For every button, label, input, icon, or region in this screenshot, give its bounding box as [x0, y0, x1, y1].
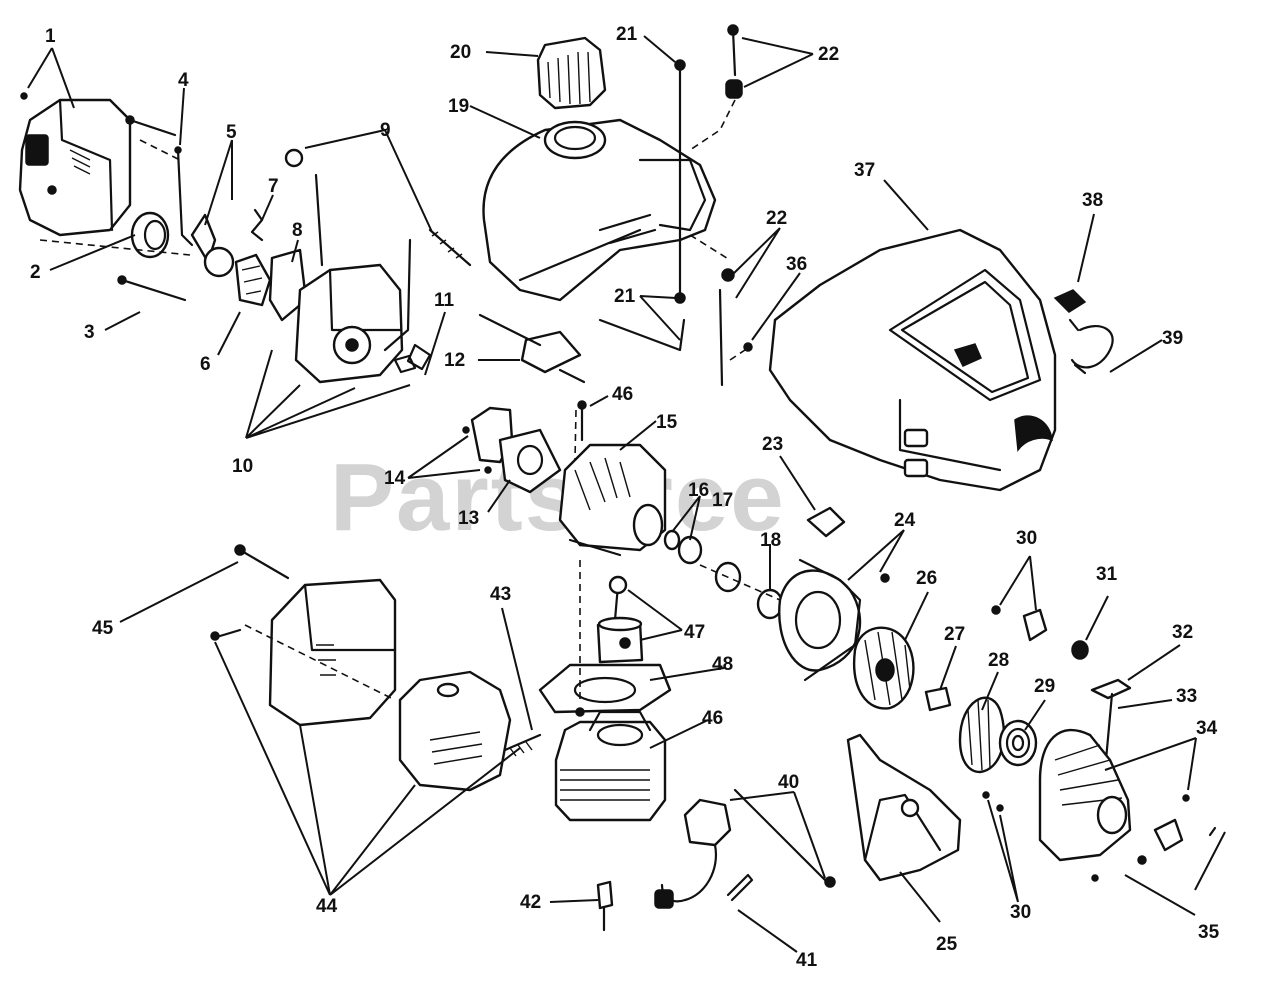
callout-39: 39 [1162, 328, 1183, 349]
callout-18: 18 [760, 530, 781, 551]
starter-handle [1090, 678, 1132, 762]
callout-42: 42 [520, 892, 541, 913]
callout-30b: 30 [1010, 902, 1031, 923]
cylinder [554, 707, 667, 822]
fan-housing-plate [778, 558, 890, 682]
callout-32: 32 [1172, 622, 1193, 643]
starter-shroud [846, 733, 962, 882]
part-35 [1091, 818, 1217, 882]
callout-30a: 30 [1016, 528, 1037, 549]
callout-27: 27 [944, 624, 965, 645]
callout-19: 19 [448, 96, 469, 117]
callout-26: 26 [916, 568, 937, 589]
callout-25: 25 [936, 934, 958, 955]
callout-labels: 1 2 3 4 5 6 7 8 9 10 11 12 13 14 15 16 1… [30, 24, 1220, 971]
callout-13: 13 [458, 508, 479, 529]
engine-cover [743, 228, 1057, 492]
starter-pawls [982, 605, 1048, 812]
piston [596, 575, 644, 664]
rewind-spring [998, 719, 1038, 767]
callout-45: 45 [92, 618, 114, 639]
callout-21b: 21 [614, 286, 636, 307]
callout-28: 28 [988, 650, 1009, 671]
part-31 [1071, 640, 1089, 660]
callout-4: 4 [178, 70, 189, 91]
cylinder-gasket [538, 663, 672, 714]
callout-16: 16 [688, 480, 709, 501]
callout-43: 43 [490, 584, 511, 605]
callout-14: 14 [384, 468, 406, 489]
callout-23: 23 [762, 434, 783, 455]
callout-12: 12 [444, 350, 465, 371]
callout-35: 35 [1198, 922, 1220, 943]
choke-parts [174, 146, 308, 322]
air-filter-cover [18, 98, 132, 237]
callout-8: 8 [292, 220, 303, 241]
callout-29: 29 [1034, 676, 1055, 697]
crankcase [558, 400, 667, 557]
flywheel [852, 626, 915, 710]
fuel-cap [536, 36, 607, 110]
cover-screws [20, 92, 187, 302]
callout-41: 41 [796, 950, 818, 971]
callout-15: 15 [656, 412, 678, 433]
callout-17: 17 [712, 490, 733, 511]
callout-20: 20 [450, 42, 471, 63]
callout-22b: 22 [766, 208, 787, 229]
callout-2: 2 [30, 262, 41, 283]
callout-33: 33 [1176, 686, 1197, 707]
callout-34: 34 [1196, 718, 1218, 739]
callout-22a: 22 [818, 44, 839, 65]
callout-36: 36 [786, 254, 807, 275]
ignition-module [654, 788, 836, 909]
callout-7: 7 [268, 176, 279, 197]
starter-housing [1038, 728, 1190, 862]
callout-1: 1 [45, 26, 56, 47]
callout-46a: 46 [612, 384, 633, 405]
air-filter-element [130, 211, 170, 259]
callout-24: 24 [894, 510, 916, 531]
callout-47: 47 [684, 622, 705, 643]
callout-46b: 46 [702, 708, 723, 729]
leader-lines [27, 35, 1226, 953]
callout-11: 11 [434, 290, 455, 311]
flywheel-nut [924, 686, 952, 712]
callout-5: 5 [226, 122, 237, 143]
muffler-shield [234, 544, 397, 727]
callout-3: 3 [84, 322, 95, 343]
carburetor [284, 148, 472, 384]
fuel-tank [482, 118, 717, 302]
callout-37: 37 [854, 160, 875, 181]
bracket-23 [806, 506, 846, 538]
callout-9: 9 [380, 120, 391, 141]
callout-38: 38 [1082, 190, 1103, 211]
muffler [210, 628, 542, 792]
callout-6: 6 [200, 354, 211, 375]
spark-plug [596, 880, 614, 932]
callout-48: 48 [712, 654, 733, 675]
callout-31: 31 [1096, 564, 1118, 585]
intake-adapter [462, 406, 562, 494]
callout-40: 40 [778, 772, 799, 793]
callout-10: 10 [232, 456, 253, 477]
callout-44: 44 [316, 896, 338, 917]
throttle-parts [1053, 289, 1114, 375]
reed-plate [478, 313, 586, 384]
callout-21a: 21 [616, 24, 638, 45]
